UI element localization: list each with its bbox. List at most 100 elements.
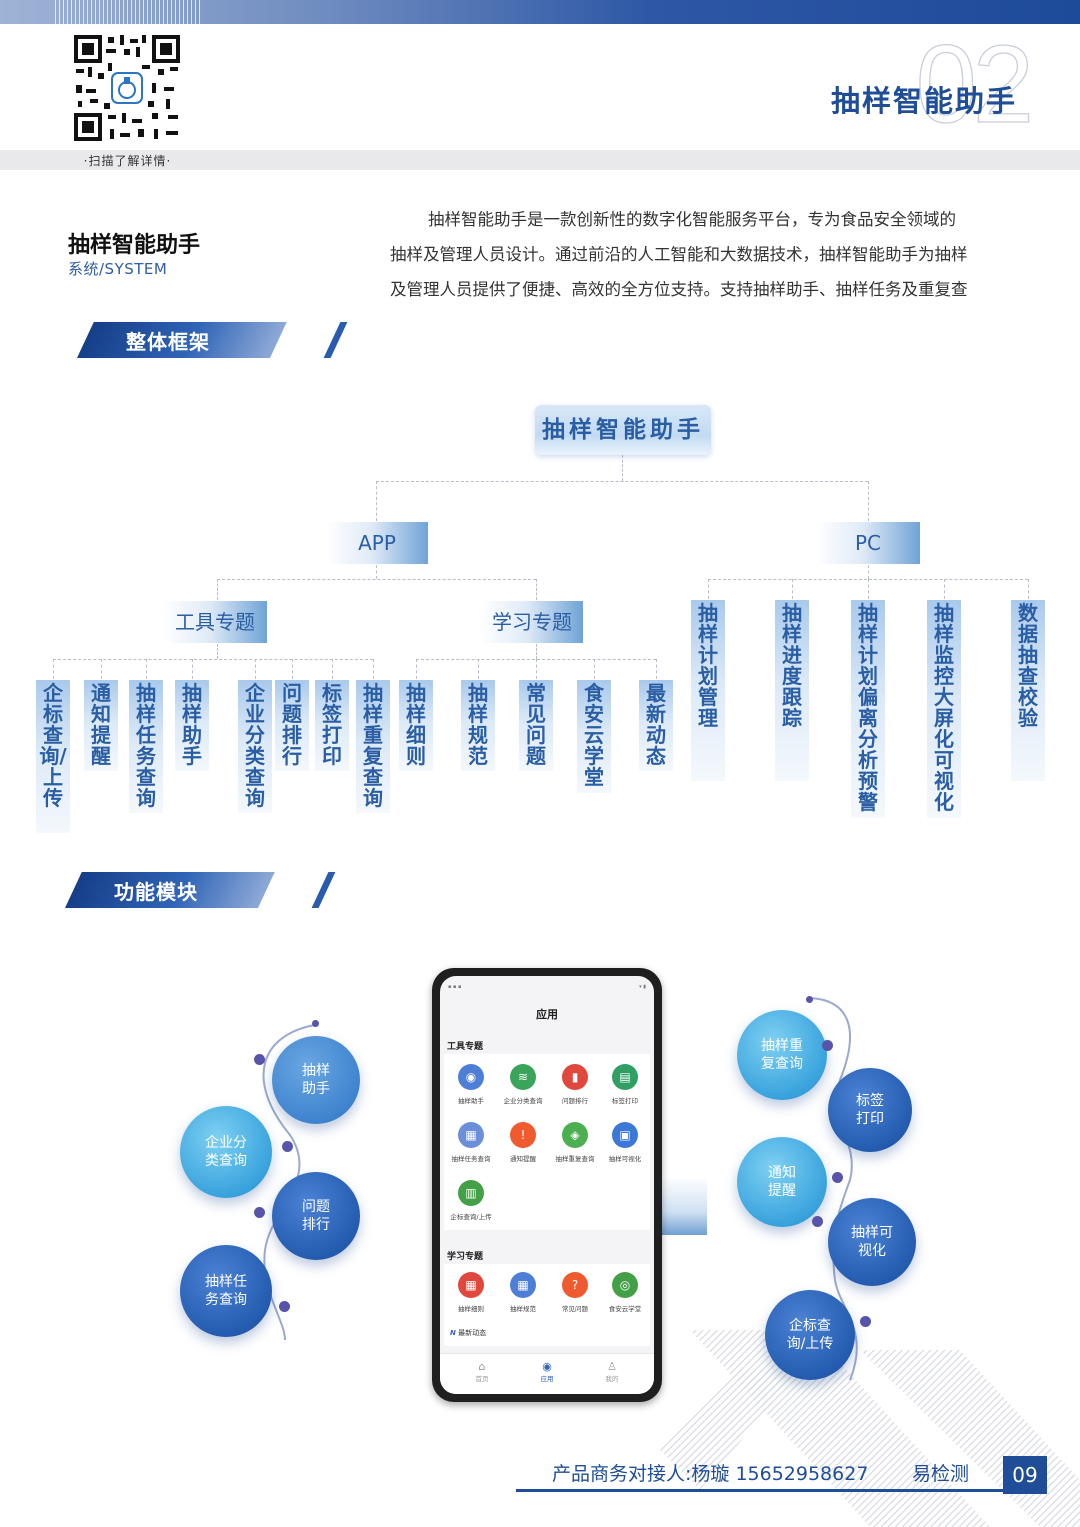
tree-leaf: 抽样重复查询: [356, 680, 390, 813]
section-title: 抽样智能助手: [68, 233, 201, 258]
connector-dot: [806, 996, 813, 1003]
tree-leaf: 企标查询/上传: [36, 680, 70, 833]
printer-icon: ▤: [612, 1064, 638, 1090]
app-item[interactable]: ! 通知提醒: [497, 1122, 549, 1163]
module-circle-label: 抽样重复查询: [761, 1038, 803, 1072]
header-band: [0, 150, 1080, 170]
app-item[interactable]: ▣ 抽样可视化: [599, 1122, 651, 1163]
document-icon: ▦: [458, 1122, 484, 1148]
tree-root-node: 抽样智能助手: [535, 405, 711, 455]
tree-node-pc: PC: [816, 522, 920, 564]
tree-leaf: 抽样计划管理: [691, 600, 725, 781]
question-icon: ?: [562, 1272, 588, 1298]
rules-icon: ▦: [458, 1272, 484, 1298]
tab-label: 首页: [475, 1375, 489, 1383]
app-item[interactable]: ▦ 抽样规范: [497, 1272, 549, 1313]
module-circle[interactable]: 抽样重复查询: [737, 1010, 827, 1100]
tab-label: 应用: [540, 1375, 554, 1383]
app-item[interactable]: ▤ 标签打印: [599, 1064, 651, 1105]
module-circle[interactable]: 企业分类查询: [180, 1106, 272, 1198]
module-circle[interactable]: 抽样助手: [272, 1036, 360, 1124]
qr-code[interactable]: [72, 33, 182, 143]
app-label: 抽样重复查询: [555, 1155, 595, 1163]
module-circle-label: 抽样任务查询: [205, 1274, 247, 1308]
tree-leaf: 常见问题: [519, 680, 553, 771]
app-item[interactable]: ◎ 食安云学堂: [599, 1272, 651, 1313]
tree-leaf: 数据抽查校验: [1011, 600, 1045, 781]
tools-card: ◉ 抽样助手 ≋ 企业分类查询 ▮ 问题排行 ▤ 标签打印 ▦ 抽样任务查询 !…: [444, 1054, 650, 1230]
robot-icon: ◉: [458, 1064, 484, 1090]
app-label: 通知提醒: [510, 1155, 536, 1163]
app-label: 抽样任务查询: [451, 1155, 491, 1163]
intro-line: 抽样智能助手是一款创新性的数字化智能服务平台，专为食品安全领域的: [428, 210, 956, 229]
intro-line: 抽样及管理人员设计。通过前沿的人工智能和大数据技术，抽样智能助手为抽样: [390, 245, 968, 264]
connector-dot: [832, 1172, 843, 1183]
news-icon: N: [450, 1329, 456, 1337]
tree-leaf: 抽样任务查询: [129, 680, 163, 813]
module-circle[interactable]: 标签打印: [828, 1068, 912, 1152]
page-number: 09: [1003, 1456, 1047, 1494]
tab-home[interactable]: ⌂ 首页: [462, 1360, 502, 1383]
ranking-icon: ▮: [562, 1064, 588, 1090]
module-circle-label: 抽样助手: [302, 1063, 330, 1097]
app-item[interactable]: ≋ 企业分类查询: [497, 1064, 549, 1105]
connector-dot: [822, 1040, 833, 1051]
module-circle[interactable]: 问题排行: [272, 1172, 360, 1260]
status-bar: ▪ ▪ ▪▾ ▮: [448, 984, 646, 990]
intro-line: 及管理人员提供了便捷、高效的全方位支持。支持抽样助手、抽样任务及重复查: [390, 280, 968, 299]
phone-side-tab: [657, 1177, 707, 1235]
standard-icon: ▥: [458, 1180, 484, 1206]
module-circle[interactable]: 企标查询/上传: [765, 1290, 855, 1380]
header-title: 抽样智能助手: [830, 84, 1017, 118]
app-item[interactable]: ▮ 问题排行: [549, 1064, 601, 1105]
tree-leaf: 标签打印: [315, 680, 349, 771]
module-circle[interactable]: 抽样任务查询: [180, 1245, 272, 1337]
alert-icon: !: [510, 1122, 536, 1148]
norms-icon: ▦: [510, 1272, 536, 1298]
app-item[interactable]: ▦ 抽样任务查询: [445, 1122, 497, 1163]
screen-section-tools: 工具专题: [447, 1042, 484, 1052]
home-icon: ⌂: [478, 1360, 486, 1373]
tree-leaf: 问题排行: [275, 680, 309, 771]
connector-dot: [312, 1020, 319, 1027]
tab-apps[interactable]: ◉ 应用: [527, 1360, 567, 1383]
tab-me[interactable]: ♙ 我的: [592, 1360, 632, 1383]
app-label: 抽样规范: [510, 1305, 536, 1313]
module-circle[interactable]: 抽样可视化: [828, 1198, 916, 1286]
app-label: 企业分类查询: [503, 1097, 543, 1105]
top-bar: [0, 0, 1080, 24]
tree-leaf: 食安云学堂: [577, 680, 611, 793]
tree-leaf: 抽样规范: [461, 680, 495, 771]
modules-heading-label: 功能模块: [114, 880, 198, 904]
module-circle[interactable]: 通知提醒: [737, 1137, 827, 1227]
app-item[interactable]: ▥ 企标查询/上传: [445, 1180, 497, 1221]
app-label: 抽样细则: [458, 1305, 484, 1313]
tree-leaf: 企业分类查询: [238, 680, 272, 813]
right-curve: [809, 997, 858, 1381]
tree-leaf: 抽样助手: [175, 680, 209, 771]
app-item[interactable]: ? 常见问题: [549, 1272, 601, 1313]
tree-leaf: 抽样细则: [399, 680, 433, 771]
app-label: 常见问题: [562, 1305, 588, 1313]
connector-dot: [254, 1054, 265, 1065]
screen-title: 应用: [536, 1008, 558, 1021]
apps-icon: ◉: [542, 1360, 552, 1373]
tree-leaf: 抽样进度跟踪: [775, 600, 809, 781]
learning-card: ▦ 抽样细则 ▦ 抽样规范 ? 常见问题 ◎ 食安云学堂 N 最新动态: [444, 1264, 650, 1346]
dashboard-icon: ▣: [612, 1122, 638, 1148]
footer-rule: [516, 1489, 1030, 1492]
qr-caption: ·扫描了解详情·: [83, 154, 172, 168]
app-item[interactable]: ◈ 抽样重复查询: [549, 1122, 601, 1163]
latest-news-item[interactable]: N 最新动态: [450, 1328, 486, 1338]
user-icon: ♙: [607, 1360, 617, 1373]
app-item[interactable]: ▦ 抽样细则: [445, 1272, 497, 1313]
intro-text: 抽样智能助手是一款创新性的数字化智能服务平台，专为食品安全领域的 抽样及管理人员…: [390, 202, 1030, 307]
tab-bar: ⌂ 首页 ◉ 应用 ♙ 我的: [440, 1353, 654, 1394]
app-label: 抽样可视化: [608, 1155, 642, 1163]
phone-mockup: ▪ ▪ ▪▾ ▮ 应用 工具专题 ◉ 抽样助手 ≋ 企业分类查询 ▮ 问题排行 …: [432, 968, 662, 1402]
tree-node-tools: 工具专题: [163, 601, 267, 643]
tree-leaf: 最新动态: [639, 680, 673, 771]
app-item[interactable]: ◉ 抽样助手: [445, 1064, 497, 1105]
tab-label: 我的: [605, 1375, 619, 1383]
app-label: 问题排行: [562, 1097, 588, 1105]
